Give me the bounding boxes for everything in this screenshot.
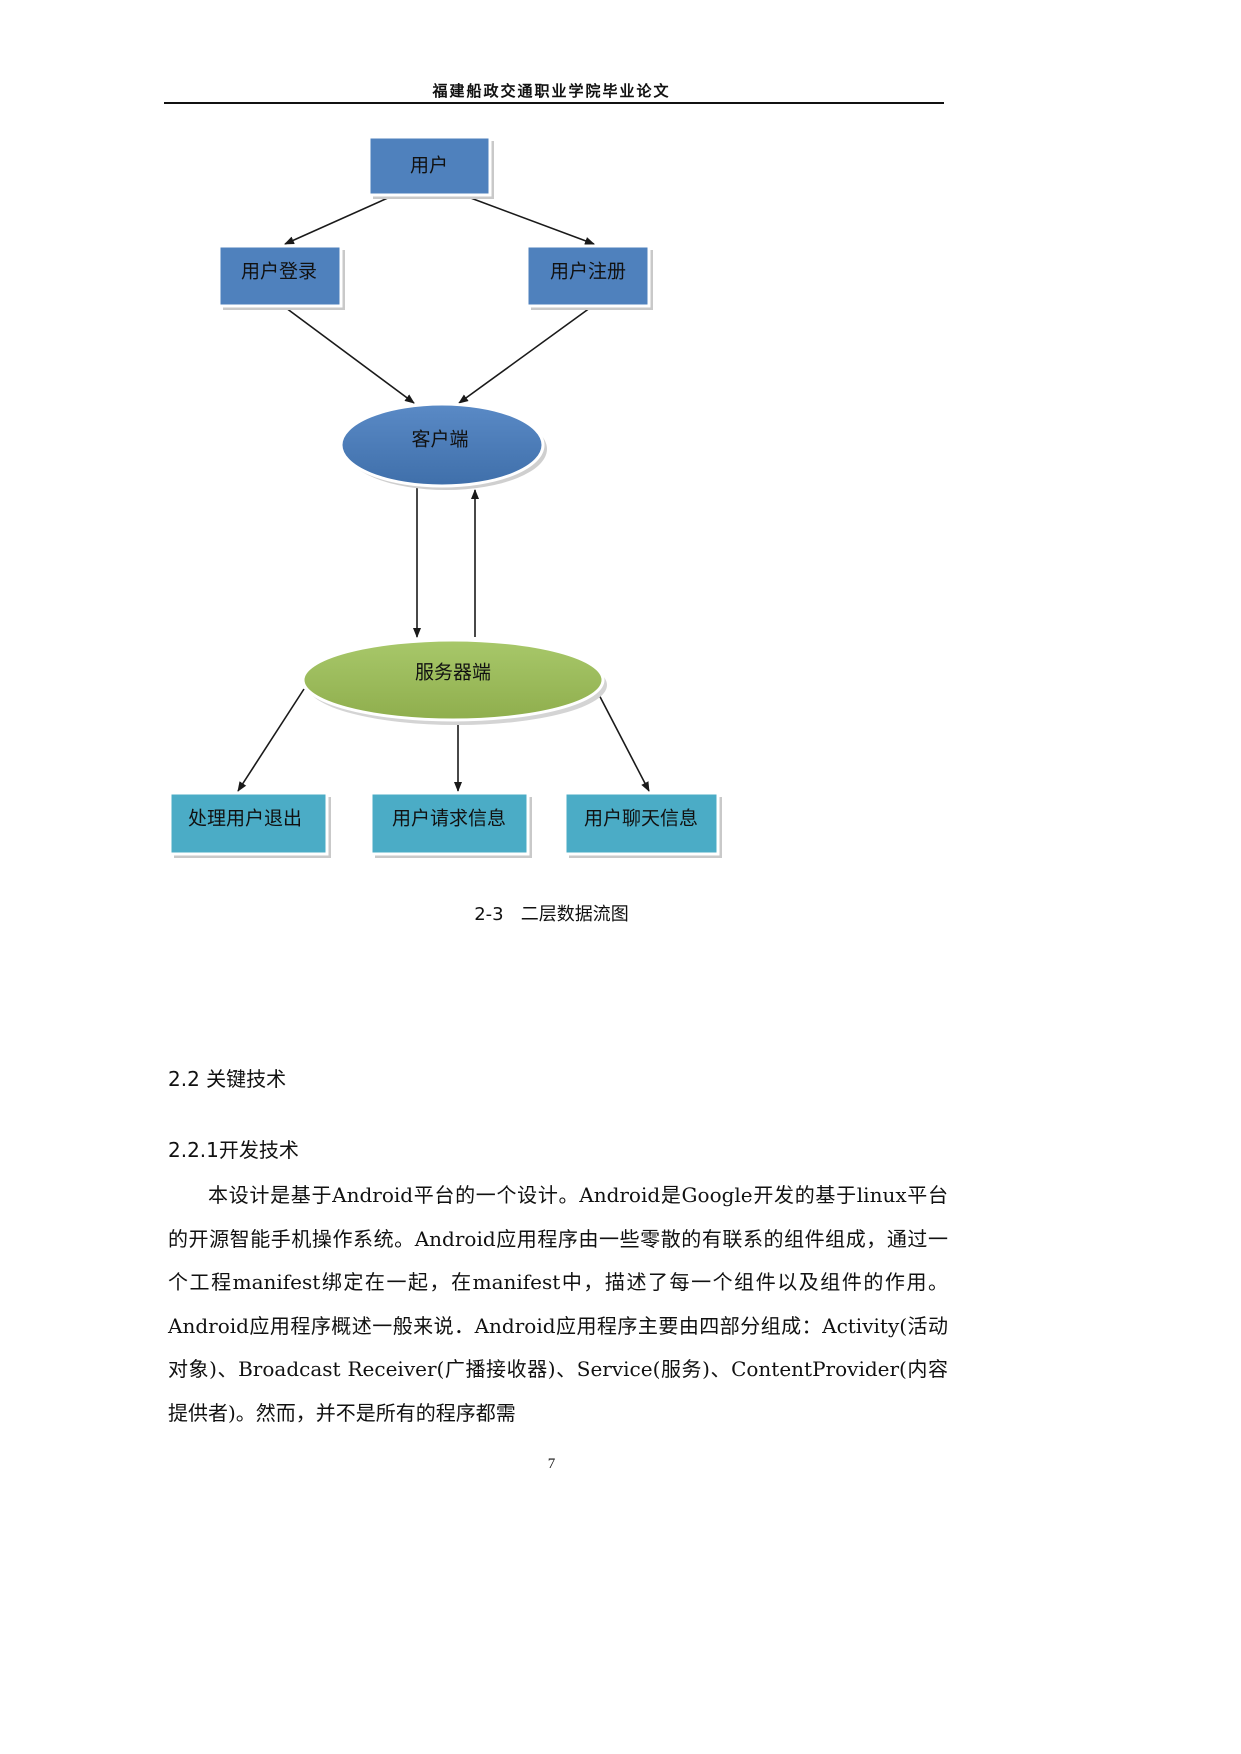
figure-caption: 2-3 二层数据流图 [474,904,629,925]
node-chat: 用户聊天信息 [563,791,722,858]
arrow-register-to-client [458,304,595,404]
node-chat-label: 用户聊天信息 [584,808,698,830]
node-logout-label: 处理用户退出 [188,808,302,830]
node-login: 用户登录 [217,244,345,310]
node-register-label: 用户注册 [550,261,626,283]
arrows [237,196,650,792]
node-client: 客户端 [339,402,547,490]
node-client-label: 客户端 [411,429,468,451]
document-page: 福建船政交通职业学院毕业论文 [164,82,948,1472]
arrow-server-to-logout [237,688,305,792]
node-request-label: 用户请求信息 [392,808,506,830]
node-register: 用户注册 [525,244,653,310]
node-server-label: 服务器端 [415,662,491,684]
section-heading: 2.2 关键技术 [168,1067,287,1091]
page-number: 7 [547,1456,556,1472]
data-flow-diagram: 用户 用户登录 用户注册 客户端 服务器端 处理用户退出 [168,135,722,858]
arrow-server-to-chat [595,688,650,792]
arrow-user-to-register [467,196,595,245]
subsection-heading: 2.2.1开发技术 [168,1138,299,1162]
node-server: 服务器端 [301,638,607,725]
body-paragraph: 本设计是基于Android平台的一个设计。Android是Google开发的基于… [168,1183,948,1425]
node-request: 用户请求信息 [369,791,532,858]
node-user-label: 用户 [410,155,448,177]
node-logout: 处理用户退出 [168,791,331,858]
running-header: 福建船政交通职业学院毕业论文 [432,82,671,100]
node-user: 用户 [367,135,494,199]
arrow-login-to-client [281,304,415,404]
arrow-user-to-login [284,196,391,245]
header-rule [164,102,944,104]
node-login-label: 用户登录 [241,261,317,283]
